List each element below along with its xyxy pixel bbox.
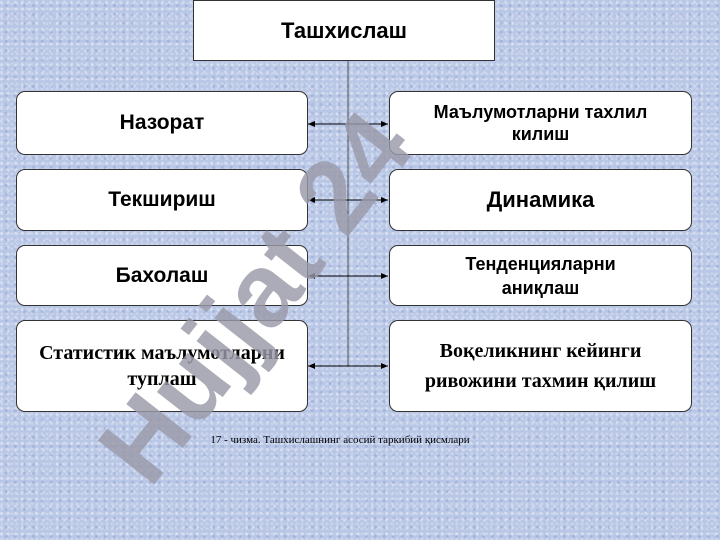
right-box-3: Тенденцияларни аниқлаш bbox=[389, 245, 692, 306]
left-box-1-label: Назорат bbox=[119, 111, 205, 134]
right-box-2: Динамика bbox=[389, 169, 692, 231]
right-box-1: Маълумотларни тахлил килиш bbox=[389, 91, 692, 155]
left-box-2-label: Текшириш bbox=[108, 188, 216, 211]
figure-caption: 17 - чизма. Ташхислашнинг асосий таркиби… bbox=[210, 434, 470, 446]
right-box-1-label: Маълумотларни тахлил килиш bbox=[433, 102, 648, 144]
left-box-3-label: Бахолаш bbox=[115, 263, 209, 287]
left-box-4: Статистик маълумотларни туплаш bbox=[16, 320, 308, 412]
left-box-3: Бахолаш bbox=[16, 245, 308, 306]
diagram-title: Ташхислаш bbox=[280, 17, 407, 43]
left-box-2: Текшириш bbox=[16, 169, 308, 231]
right-box-4-label: Воқеликнинг кейинги ривожини тахмин қили… bbox=[424, 340, 657, 392]
left-box-4-label: Статистик маълумотларни туплаш bbox=[39, 342, 285, 390]
right-box-2-label: Динамика bbox=[486, 187, 595, 212]
left-box-1: Назорат bbox=[16, 91, 308, 155]
right-box-3-label: Тенденцияларни аниқлаш bbox=[465, 253, 616, 298]
right-box-4: Воқеликнинг кейинги ривожини тахмин қили… bbox=[389, 320, 692, 412]
diagram-title-box: Ташхислаш bbox=[193, 0, 495, 61]
